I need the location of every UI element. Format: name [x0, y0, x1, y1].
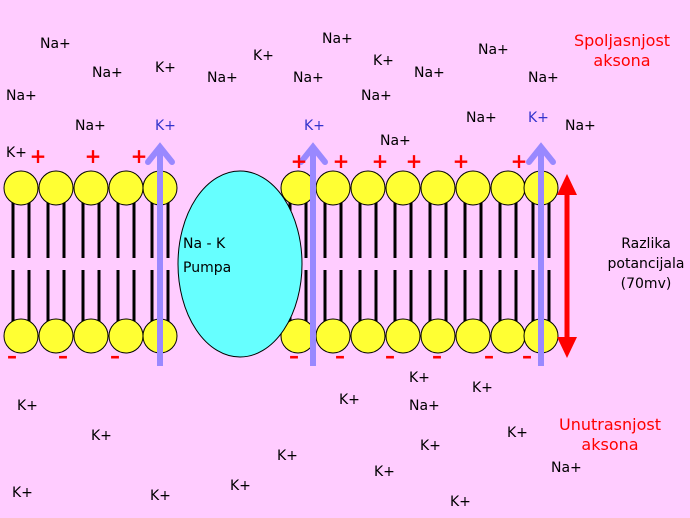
potassium-ion: K+ [230, 478, 251, 494]
potassium-ion: K+ [472, 380, 493, 396]
outside-label-line2: aksona [593, 51, 650, 70]
sodium-ion: Na+ [466, 110, 497, 126]
inside-label-line1: Unutrasnjost [559, 415, 661, 434]
negative-charge: – [58, 344, 68, 368]
potassium-ion: K+ [374, 464, 395, 480]
potassium-ion: K+ [253, 48, 274, 64]
potassium-ion: K+ [507, 425, 528, 441]
pump-label-line2: Pumpa [183, 260, 231, 276]
lipid-head-inner [3, 318, 39, 354]
lipid-head-outer [3, 170, 39, 206]
lipid-head-outer [455, 170, 491, 206]
lipid-head-outer [385, 170, 421, 206]
potassium-ion: K+ [339, 392, 360, 408]
negative-charge: – [484, 344, 494, 368]
positive-charge: + [511, 149, 528, 173]
potassium-ion: K+ [409, 370, 430, 386]
k-efflux-arrow [145, 142, 175, 366]
potassium-ion: K+ [91, 428, 112, 444]
lipid-bilayer [3, 170, 559, 354]
lipid-head-inner [73, 318, 109, 354]
sodium-ion: Na+ [478, 42, 509, 58]
k-efflux-arrow [298, 142, 328, 366]
k-channel-arrows [145, 142, 556, 366]
sodium-ion: Na+ [322, 31, 353, 47]
potassium-ion: K+ [6, 145, 27, 161]
positive-charge: + [30, 144, 47, 168]
potential-label-line2: potancijala [608, 256, 685, 272]
potential-label-line3: (70mv) [621, 276, 672, 292]
lipid-head-inner [350, 318, 386, 354]
positive-charge: + [453, 149, 470, 173]
potassium-ion: K+ [17, 398, 38, 414]
lipid-head-inner [385, 318, 421, 354]
lipid-head-inner [420, 318, 456, 354]
sodium-ion: Na+ [409, 398, 440, 414]
sodium-ion: Na+ [414, 65, 445, 81]
potassium-ion: K+ [450, 494, 471, 510]
potassium-ion: K+ [277, 448, 298, 464]
lipid-head-outer [490, 170, 526, 206]
potassium-ion: K+ [528, 110, 549, 126]
lipid-head-outer [280, 170, 316, 206]
sodium-ion: Na+ [207, 70, 238, 86]
sodium-ion: Na+ [551, 460, 582, 476]
negative-charge: – [522, 344, 532, 368]
negative-charge: – [432, 344, 442, 368]
potassium-ion: K+ [373, 53, 394, 69]
lipid-head-inner [38, 318, 74, 354]
lipid-head-outer [108, 170, 144, 206]
negative-charge: – [335, 344, 345, 368]
ions: Na+ Na+ K+ Na+ K+ Na+ K+ Na+ Na+ Na+ Na+ Na+ Na+ Na+ K… [6, 31, 596, 510]
sodium-ion: Na+ [40, 36, 71, 52]
sodium-ion: Na+ [380, 133, 411, 149]
positive-charge: + [372, 149, 389, 173]
lipid-head-outer [350, 170, 386, 206]
positive-charge: + [333, 149, 350, 173]
sodium-ion: Na+ [92, 65, 123, 81]
sodium-ion: Na+ [565, 118, 596, 134]
potassium-ion: K+ [304, 118, 325, 134]
lipid-head-outer [73, 170, 109, 206]
lipid-head-inner [490, 318, 526, 354]
lipid-head-outer [38, 170, 74, 206]
positive-charge: + [131, 144, 148, 168]
negative-charge: – [110, 344, 120, 368]
na-k-pump [177, 170, 303, 358]
lipid-head-outer [420, 170, 456, 206]
lipid-head-inner [455, 318, 491, 354]
sodium-ion: Na+ [528, 70, 559, 86]
positive-charge: + [85, 144, 102, 168]
charge-signs: + + + + + + + + + – – – – – – – – – [7, 144, 532, 368]
negative-charge: – [7, 344, 17, 368]
potassium-ion: K+ [420, 438, 441, 454]
lipid-head-outer [315, 170, 351, 206]
potassium-ion: K+ [12, 485, 33, 501]
outside-label-line1: Spoljasnjost [574, 31, 670, 50]
sodium-ion: Na+ [75, 118, 106, 134]
positive-charge: + [406, 149, 423, 173]
sodium-ion: Na+ [6, 88, 37, 104]
inside-label-line2: aksona [581, 435, 638, 454]
positive-charge: + [291, 149, 308, 173]
potassium-ion: K+ [155, 60, 176, 76]
k-efflux-arrow [526, 142, 556, 366]
negative-charge: – [385, 344, 395, 368]
potential-label-line1: Razlika [621, 236, 671, 252]
potassium-ion: K+ [150, 488, 171, 504]
potential-difference-arrow [557, 174, 577, 358]
negative-charge: – [289, 344, 299, 368]
pump-label-line1: Na - K [183, 236, 226, 252]
potassium-ion: K+ [155, 118, 176, 134]
sodium-ion: Na+ [293, 70, 324, 86]
sodium-ion: Na+ [361, 88, 392, 104]
